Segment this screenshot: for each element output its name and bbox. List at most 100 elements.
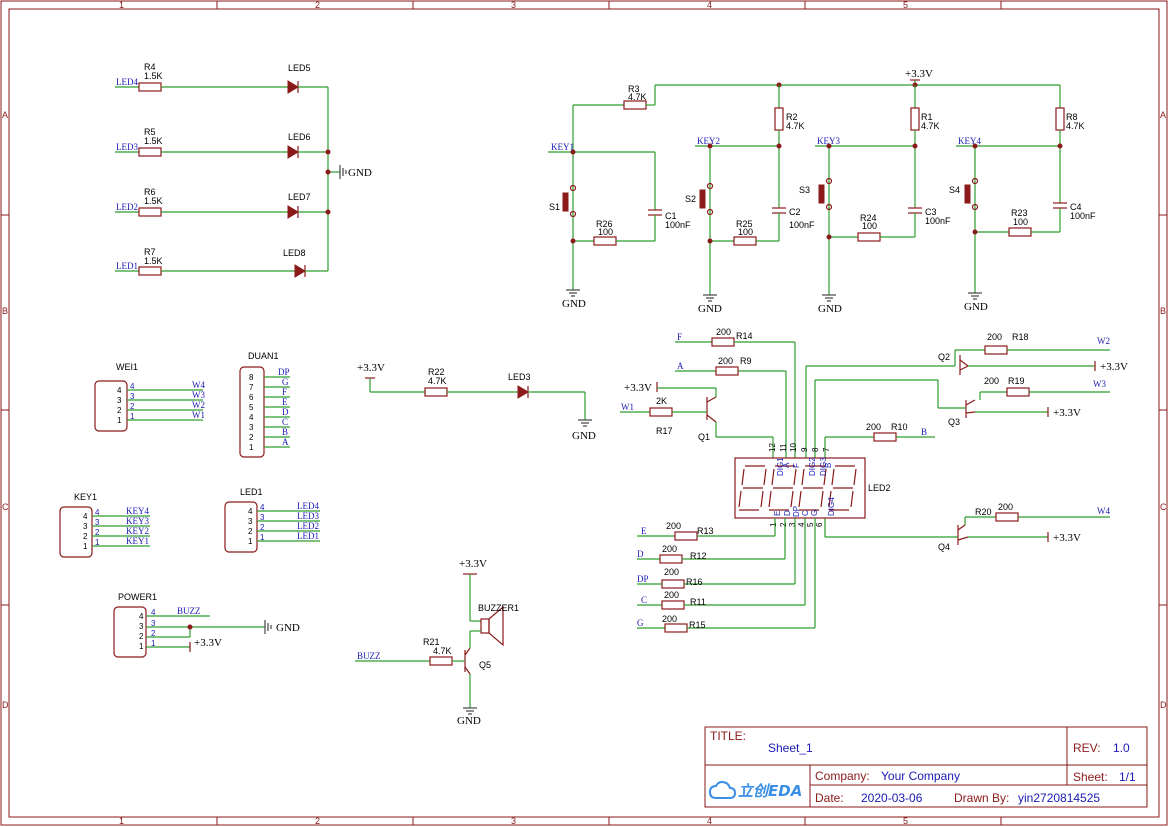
pin: 2 (117, 406, 122, 415)
res-ref: R17 (656, 426, 673, 436)
res-ref: R4 (144, 62, 156, 72)
gnd-label: GND (964, 301, 988, 313)
res-value: 200 (666, 521, 681, 531)
cap-ref: C4 (1070, 202, 1082, 212)
connector-power1: POWER1 4 3 2 1 4 3 2 1 BUZZ GND +3.3V (113, 592, 300, 658)
row-label: A (1160, 110, 1166, 120)
top-pin-names: DIG1 A F DIG2 DIG3 B (776, 457, 833, 476)
pin: 4 (248, 507, 253, 516)
sheet-title: Sheet_1 (768, 741, 813, 755)
res-value: 200 (718, 356, 733, 366)
row-label: C (2, 502, 9, 512)
net-label: KEY2 (126, 526, 149, 536)
net-label: KEY3 (817, 136, 840, 146)
pin: 2 (260, 523, 265, 532)
res-ref: R23 (1011, 208, 1028, 218)
pin: 2 (779, 522, 788, 527)
net-label: KEY1 (126, 536, 149, 546)
net-label: D (637, 549, 644, 559)
pin: 1 (769, 522, 778, 527)
res-value: 2K (656, 396, 667, 406)
led-ref: LED3 (508, 372, 531, 382)
key-circuits: +3.3V R3 4.7K KEY1 S1 R26 100 C1 100nF G… (548, 68, 1096, 315)
cap-ref: C2 (789, 207, 801, 217)
pin: 3 (260, 513, 265, 522)
pin: 4 (117, 386, 122, 395)
pin: 3 (95, 518, 100, 527)
net-label: W2 (1097, 336, 1110, 346)
pin: 5 (249, 403, 254, 412)
pin-name: DP (792, 506, 801, 517)
pin: 2 (248, 527, 253, 536)
gnd-label: GND (572, 430, 596, 442)
net-label: W3 (192, 390, 205, 400)
res-value: 200 (664, 567, 679, 577)
pin: 1 (117, 416, 122, 425)
pin-name: DIG4 (827, 497, 836, 516)
net-label: E (282, 397, 288, 407)
res-ref: R7 (144, 247, 156, 257)
led-bank: LED4 R4 1.5K LED5 LED3 R5 1.5K LED6 LED2… (115, 62, 372, 278)
net-label: LED3 (116, 142, 138, 152)
connector-ref: POWER1 (118, 592, 157, 602)
res-ref: R26 (596, 219, 613, 229)
gnd-label: GND (276, 622, 300, 634)
col-label: 4 (707, 0, 712, 10)
net-label: KEY4 (958, 136, 981, 146)
switch-ref: S3 (799, 185, 810, 195)
res-ref: R20 (975, 507, 992, 517)
pin-name: E (773, 511, 782, 516)
connector-ref: KEY1 (74, 492, 97, 502)
transistor-ref: Q1 (698, 432, 710, 442)
net-label: D (282, 407, 289, 417)
pin: 2 (151, 629, 156, 638)
vcc-label: +3.3V (905, 68, 933, 80)
pin-name: DIG3 (819, 457, 828, 476)
company-label: Company: (815, 769, 870, 783)
switch-ref: S4 (949, 185, 960, 195)
res-ref: R8 (1066, 112, 1078, 122)
lceda-logo: 立创EDA (708, 780, 802, 800)
pin: 9 (800, 447, 809, 452)
drawn-label: Drawn By: (954, 791, 1009, 805)
row-label: B (2, 306, 8, 316)
title-block: TITLE: Sheet_1 REV: 1.0 Company: Your Co… (704, 726, 1148, 808)
vcc-label: +3.3V (357, 362, 385, 374)
col-label: 1 (119, 0, 124, 10)
net-label: LED3 (297, 511, 319, 521)
pin-name: D (783, 510, 792, 516)
res-ref: R24 (860, 213, 877, 223)
pin: 6 (815, 522, 824, 527)
row-label: B (1160, 306, 1166, 316)
res-ref: R10 (891, 422, 908, 432)
gnd-label: GND (818, 303, 842, 315)
net-label: C (641, 595, 647, 605)
net-label: KEY4 (126, 506, 149, 516)
res-ref: R11 (690, 597, 706, 607)
cap-value: 100nF (1070, 211, 1096, 221)
pin: 2 (95, 528, 100, 537)
net-label: KEY3 (126, 516, 149, 526)
pin: 1 (83, 542, 88, 551)
net-label: E (641, 526, 647, 536)
res-ref: R18 (1012, 332, 1029, 342)
net-label: LED1 (116, 261, 138, 271)
res-ref: R1 (921, 112, 933, 122)
res-value: 200 (664, 590, 679, 600)
res-ref: R25 (736, 219, 753, 229)
res-ref: R9 (740, 356, 752, 366)
res-value: 4.7K (428, 376, 447, 386)
q1-circuit: +3.3V W1 2K R17 Q1 (620, 382, 774, 458)
col-label: 2 (315, 0, 320, 10)
res-ref: R6 (144, 187, 156, 197)
vcc-label: +3.3V (1053, 532, 1081, 544)
res-value: 1.5K (144, 256, 163, 266)
res-ref: R12 (690, 551, 707, 561)
pin-name: G (810, 510, 819, 516)
buzzer-circuit: +3.3V BUZZER1 BUZZ R21 4.7K Q5 GND (355, 558, 519, 727)
res-value: 100 (598, 227, 613, 237)
net-label: W1 (621, 402, 634, 412)
pin: 12 (768, 443, 777, 452)
pin: 4 (260, 503, 265, 512)
logo-text: 立创EDA (738, 782, 802, 800)
